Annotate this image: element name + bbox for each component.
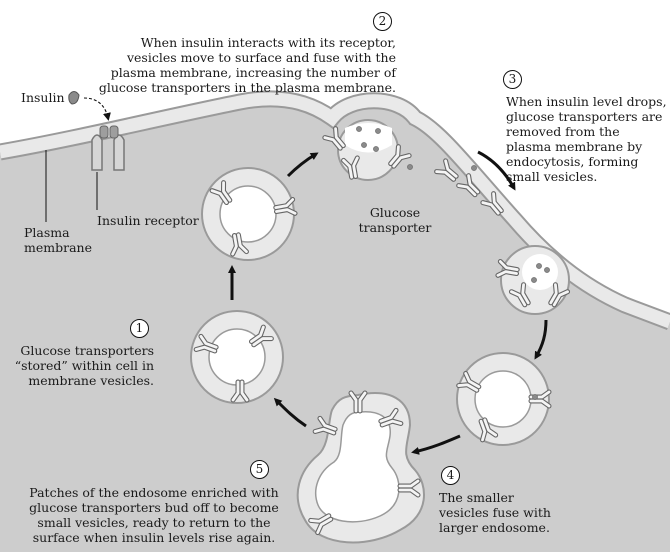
insulin-binding-arrow xyxy=(83,97,111,121)
step-2-badge: 2 xyxy=(373,12,392,31)
step-5-text: Patches of the endosome enriched with gl… xyxy=(29,485,279,545)
step-1-badge: 1 xyxy=(130,319,149,338)
insulin-molecule-icon xyxy=(68,91,80,105)
step-5-badge: 5 xyxy=(250,460,269,479)
storage-vesicle-upper xyxy=(201,167,295,261)
step-2-text: When insulin interacts with its receptor… xyxy=(98,35,396,95)
step-4-badge: 4 xyxy=(441,466,460,485)
step-4-text: The smaller vesicles fuse with larger en… xyxy=(439,490,551,535)
plasma-membrane-label: Plasma membrane xyxy=(24,225,92,255)
insulin-label: Insulin xyxy=(21,90,65,105)
step-3-text: When insulin level drops, glucose transp… xyxy=(506,94,667,184)
glucose-transporter-label: Glucose transporter xyxy=(358,205,432,235)
insulin-receptor-label: Insulin receptor xyxy=(97,213,199,228)
insulin-receptor xyxy=(91,125,125,171)
step-3-badge: 3 xyxy=(503,70,522,89)
step-1-text: Glucose transporters “stored” within cel… xyxy=(14,343,154,388)
cycle-arrows xyxy=(228,150,548,455)
glucose-molecules xyxy=(356,126,550,400)
fusing-vesicle xyxy=(337,119,399,181)
